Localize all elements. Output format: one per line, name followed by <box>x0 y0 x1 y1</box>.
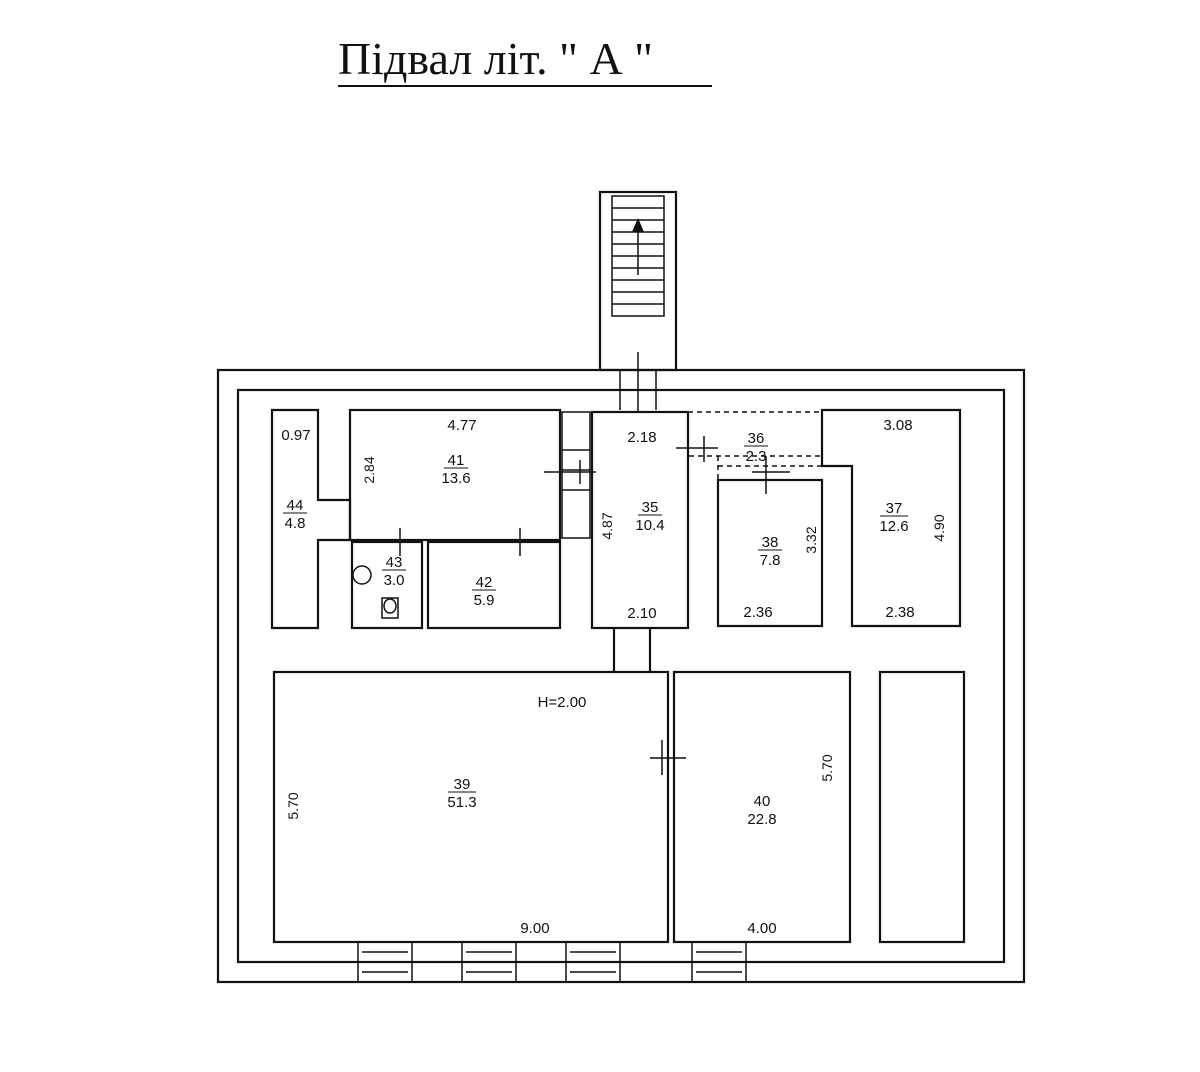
svg-text:51.3: 51.3 <box>447 794 476 811</box>
dim-3-08: 3.08 <box>883 417 912 434</box>
room-label-41: 41 13.6 <box>441 452 470 487</box>
dim-9-00: 9.00 <box>520 920 549 937</box>
vent-shaft <box>561 411 591 539</box>
dim-2-36: 2.36 <box>743 604 772 621</box>
svg-text:5.9: 5.9 <box>474 592 495 609</box>
room-label-35: 35 10.4 <box>635 499 664 534</box>
svg-text:3.0: 3.0 <box>384 572 405 589</box>
outer-wall-inner <box>236 388 1006 964</box>
dim-3-32: 3.32 <box>803 526 819 553</box>
dim-4-87: 4.87 <box>599 512 615 539</box>
room-label-37: 37 12.6 <box>879 500 908 535</box>
room-42-walls <box>426 540 562 630</box>
svg-text:35: 35 <box>642 499 659 516</box>
dim-4-77: 4.77 <box>447 417 476 434</box>
height-note: H=2.00 <box>538 694 587 711</box>
dim-0-97: 0.97 <box>281 427 310 444</box>
sink-icon <box>352 565 372 585</box>
dim-5-70-right: 5.70 <box>819 754 835 781</box>
svg-text:39: 39 <box>454 776 471 793</box>
svg-text:12.6: 12.6 <box>879 518 908 535</box>
room-label-40: 40 22.8 <box>747 793 776 828</box>
room-label-36: 36 2.3 <box>744 430 768 465</box>
svg-text:22.8: 22.8 <box>747 811 776 828</box>
room-41-walls <box>348 408 562 542</box>
svg-text:42: 42 <box>476 574 493 591</box>
room-35-walls <box>590 410 690 630</box>
dim-5-70-left: 5.70 <box>285 792 301 819</box>
svg-text:38: 38 <box>762 534 779 551</box>
svg-text:36: 36 <box>748 430 765 447</box>
toilet-icon <box>381 597 399 619</box>
dim-2-10: 2.10 <box>627 605 656 622</box>
room-40-walls <box>672 670 852 944</box>
dim-2-18: 2.18 <box>627 429 656 446</box>
dim-2-84: 2.84 <box>361 456 377 483</box>
svg-text:41: 41 <box>448 452 465 469</box>
dim-4-00: 4.00 <box>747 920 776 937</box>
svg-text:13.6: 13.6 <box>441 470 470 487</box>
dim-4-90: 4.90 <box>931 514 947 541</box>
storage-block <box>878 670 966 944</box>
room-label-44: 44 4.8 <box>283 497 307 532</box>
window-pits <box>357 941 747 983</box>
svg-text:10.4: 10.4 <box>635 517 664 534</box>
svg-text:7.8: 7.8 <box>760 552 781 569</box>
svg-text:40: 40 <box>754 793 771 810</box>
room-label-38: 38 7.8 <box>758 534 782 569</box>
svg-text:37: 37 <box>886 500 903 517</box>
svg-text:4.8: 4.8 <box>285 515 306 532</box>
dim-2-38: 2.38 <box>885 604 914 621</box>
room-label-43: 43 3.0 <box>382 554 406 589</box>
svg-text:44: 44 <box>287 497 304 514</box>
entrance-stairs <box>598 190 678 412</box>
outer-wall-outer <box>216 368 1026 984</box>
room-37-walls <box>820 408 962 628</box>
room-38-walls <box>716 478 824 628</box>
room-43-walls <box>350 540 424 630</box>
room-label-39: 39 51.3 <box>447 776 476 811</box>
plan-title: Підвал літ. " А " <box>338 33 653 84</box>
svg-text:43: 43 <box>386 554 403 571</box>
room-label-42: 42 5.9 <box>472 574 496 609</box>
svg-text:2.3: 2.3 <box>746 448 767 465</box>
